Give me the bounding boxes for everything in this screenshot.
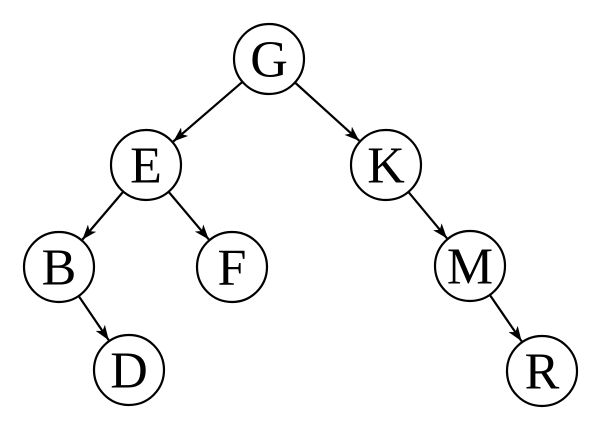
node-circle-M <box>433 229 507 303</box>
node-label-F: F <box>218 240 247 297</box>
node-E: E <box>109 128 183 202</box>
node-label-G: G <box>250 32 288 89</box>
node-label-B: B <box>42 240 77 297</box>
node-circle-D <box>92 333 166 407</box>
node-K: K <box>349 128 423 202</box>
node-circle-F <box>195 230 269 304</box>
node-M: M <box>433 229 507 303</box>
node-R: R <box>505 334 579 408</box>
edge-G-K <box>294 81 361 142</box>
edge-M-R <box>488 294 523 342</box>
node-circle-E <box>109 128 183 202</box>
node-label-D: D <box>110 343 148 400</box>
node-D: D <box>92 333 166 407</box>
node-label-M: M <box>447 239 493 296</box>
node-circle-B <box>22 230 96 304</box>
edge-E-F <box>167 191 210 241</box>
edge-B-D <box>77 295 110 341</box>
node-label-K: K <box>367 138 405 195</box>
node-F: F <box>195 230 269 304</box>
node-label-R: R <box>525 344 560 401</box>
edge-K-M <box>407 191 448 240</box>
node-circle-K <box>349 128 423 202</box>
node-label-E: E <box>130 138 162 195</box>
node-circle-R <box>505 334 579 408</box>
node-B: B <box>22 230 96 304</box>
node-G: G <box>232 22 306 96</box>
node-circle-G <box>232 22 306 96</box>
edge-G-E <box>172 81 244 143</box>
edge-E-B <box>81 190 125 241</box>
